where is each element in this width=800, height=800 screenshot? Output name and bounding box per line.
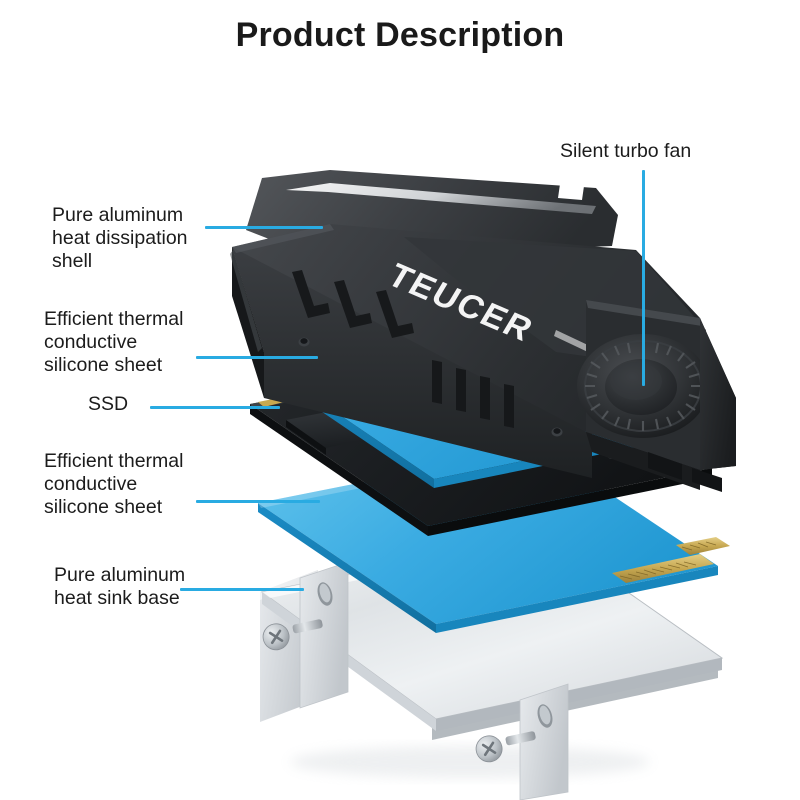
callout-silicone-bottom: Efficient thermal conductive silicone sh… xyxy=(44,450,184,518)
mounting-screw-2 xyxy=(475,731,536,763)
leader-line-shell xyxy=(205,226,323,229)
leader-line-base xyxy=(180,588,304,591)
aluminum-heatsink-shell-group: TEUCER xyxy=(230,170,736,492)
turbo-fan-housing xyxy=(577,300,736,492)
leader-line-silicone-bottom xyxy=(196,500,320,503)
leader-line-ssd xyxy=(150,406,280,409)
callout-silicone-top: Efficient thermal conductive silicone sh… xyxy=(44,308,184,376)
ssd-connector xyxy=(612,537,730,583)
ssd-chips xyxy=(286,359,626,455)
leader-line-fan xyxy=(642,170,645,386)
thermal-pad-bottom xyxy=(258,447,718,633)
leader-line-silicone-top xyxy=(196,356,318,359)
ssd-module xyxy=(250,348,730,583)
mounting-screw-1 xyxy=(262,619,323,651)
aluminum-base-plate-group xyxy=(260,538,718,778)
callout-shell: Pure aluminum heat dissipation shell xyxy=(52,204,188,272)
page-title: Product Description xyxy=(235,16,565,54)
svg-text:TEUCER: TEUCER xyxy=(381,257,540,349)
brand-logo: TEUCER xyxy=(381,257,540,349)
callout-fan: Silent turbo fan xyxy=(560,140,692,162)
thermal-pad-top xyxy=(256,303,716,488)
heatsink-fin-slots xyxy=(292,270,414,338)
callout-ssd: SSD xyxy=(88,393,129,415)
callout-base: Pure aluminum heat sink base xyxy=(54,564,186,609)
base-bracket xyxy=(260,534,724,800)
